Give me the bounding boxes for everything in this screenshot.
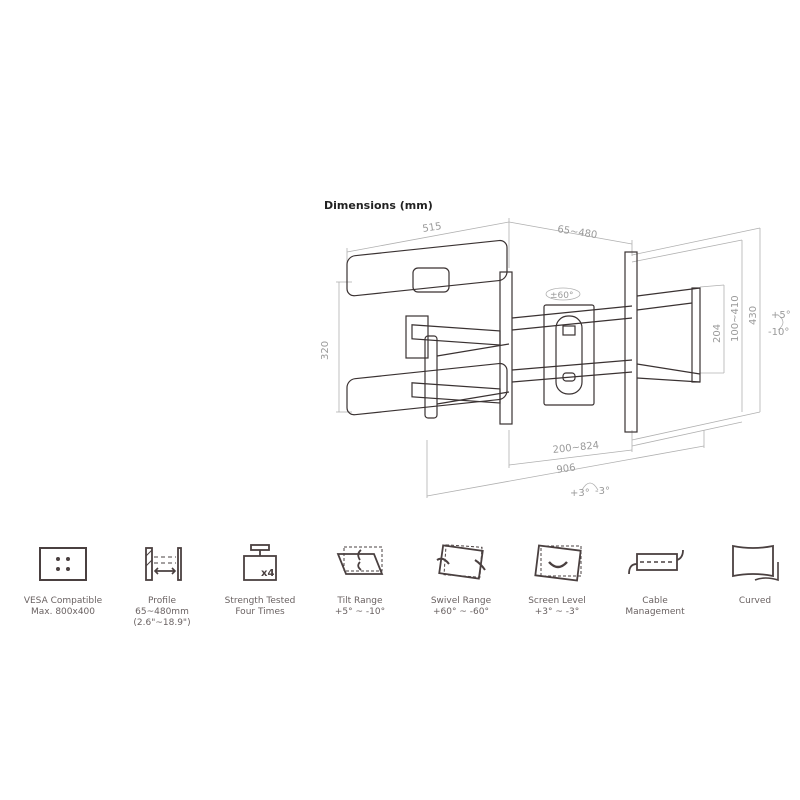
svg-text:65~480: 65~480 [557, 224, 598, 241]
svg-text:x4: x4 [261, 568, 274, 579]
svg-text:±60°: ±60° [550, 291, 574, 301]
feature-cable: Cable Management [600, 540, 710, 618]
feature-label: Tilt Range +5° ~ -10° [334, 596, 386, 617]
vesa-icon [39, 547, 87, 581]
tilt-icon [336, 546, 384, 575]
profile-icon [145, 547, 182, 581]
svg-text:200~824: 200~824 [552, 440, 599, 456]
feature-list: VESA Compatible Max. 800x400 Profile 65~… [0, 540, 800, 660]
svg-text:906: 906 [556, 462, 576, 476]
feature-label: Strength Tested Four Times [224, 596, 296, 617]
feature-label: Curved [738, 596, 772, 606]
svg-text:+5°: +5° [771, 310, 791, 321]
mount-diagram: 515 65~480 320 ±60° 204 100~410 430 +5° … [320, 218, 791, 499]
feature-label: Screen Level +3° ~ -3° [528, 596, 586, 617]
svg-text:-3°: -3° [595, 486, 610, 497]
svg-text:+3°: +3° [570, 488, 590, 499]
feature-curved: Curved [700, 540, 800, 607]
feature-strength: x4 Strength Tested Four Times [205, 540, 315, 618]
cable-icon [628, 549, 684, 575]
page-title: Dimensions (mm) [324, 199, 433, 212]
screen-level-icon [534, 544, 582, 582]
feature-screen-level: Screen Level +3° ~ -3° [502, 540, 612, 618]
curved-icon [732, 544, 779, 582]
svg-text:-10°: -10° [768, 327, 789, 338]
swivel-icon [436, 544, 486, 580]
feature-swivel: Swivel Range +60° ~ -60° [406, 540, 516, 618]
feature-label: Cable Management [625, 596, 685, 617]
feature-label: VESA Compatible Max. 800x400 [23, 596, 103, 617]
svg-text:100~410: 100~410 [730, 295, 741, 342]
feature-label: Swivel Range +60° ~ -60° [430, 596, 492, 617]
feature-vesa: VESA Compatible Max. 800x400 [8, 540, 118, 618]
feature-tilt: Tilt Range +5° ~ -10° [305, 540, 415, 618]
weight-icon: x4 [243, 544, 277, 581]
svg-text:430: 430 [748, 306, 759, 325]
svg-text:204: 204 [712, 324, 723, 343]
feature-label: Profile 65~480mm (2.6"~18.9") [133, 596, 191, 628]
svg-text:320: 320 [320, 341, 331, 360]
svg-text:515: 515 [422, 221, 443, 235]
feature-profile: Profile 65~480mm (2.6"~18.9") [107, 540, 217, 629]
